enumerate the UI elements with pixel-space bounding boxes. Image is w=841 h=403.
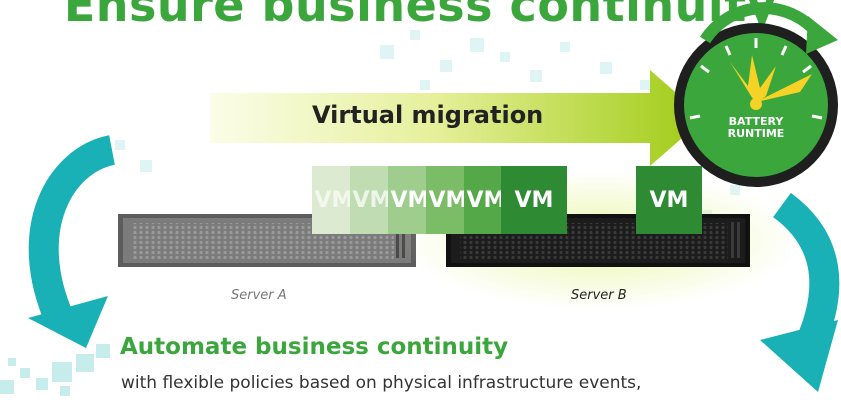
vm-box-5: VM [464, 166, 508, 234]
vm-label: VM [514, 187, 554, 213]
section-body: with flexible policies based on physical… [121, 373, 642, 393]
gauge-line-1: BATTERY [728, 115, 784, 128]
section-heading: Automate business continuity [120, 334, 509, 360]
vm-label: VM [314, 187, 354, 213]
vm-box-4: VM [426, 166, 470, 234]
vm-box-target: VM [636, 166, 702, 234]
vm-box-3: VM [388, 166, 432, 234]
gauge-line-2: RUNTIME [727, 127, 785, 140]
vm-box-2: VM [350, 166, 394, 234]
vm-label: VM [390, 187, 430, 213]
vm-box-6: VM [501, 166, 567, 234]
vm-label: VM [649, 187, 689, 213]
vm-box-1: VM [312, 166, 356, 234]
vm-label: VM [352, 187, 392, 213]
migration-label: Virtual migration [312, 101, 544, 129]
server-a-label: Server A [231, 288, 287, 303]
server-b-label: Server B [571, 288, 627, 303]
vm-label: VM [428, 187, 468, 213]
page-title: Ensure business continuity [63, 0, 778, 32]
vm-label: VM [466, 187, 506, 213]
